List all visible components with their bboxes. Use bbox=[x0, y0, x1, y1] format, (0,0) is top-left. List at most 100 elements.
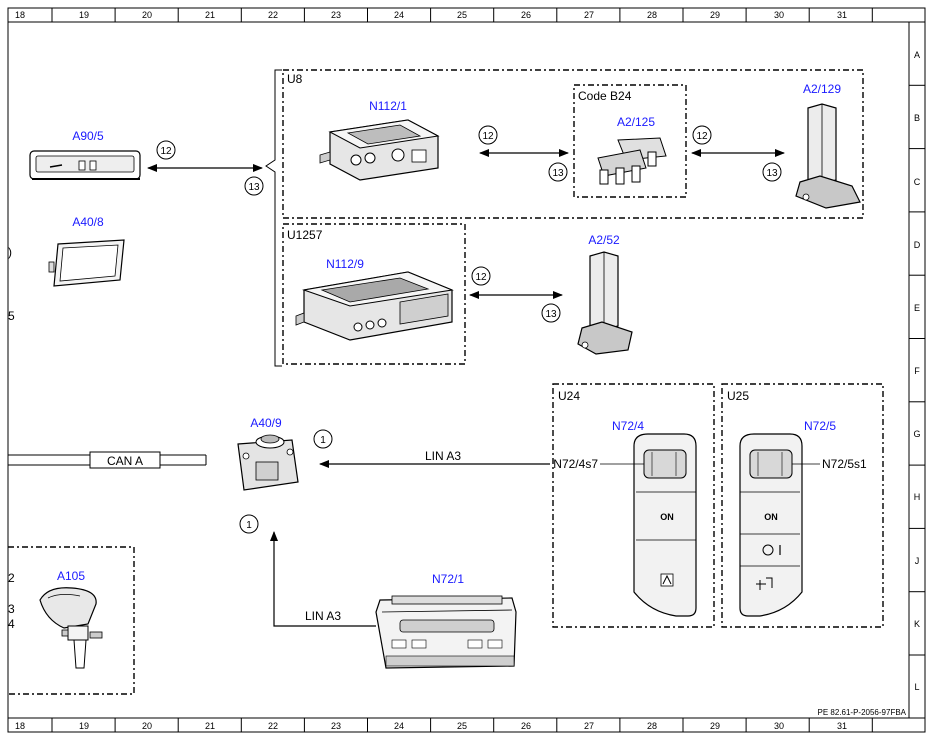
row-label: A bbox=[914, 50, 920, 60]
col-label: 29 bbox=[710, 10, 720, 20]
row-ticks bbox=[909, 84, 925, 656]
col-label: 22 bbox=[268, 10, 278, 20]
label-lin-a3-v: LIN A3 bbox=[305, 609, 341, 623]
document-id: PE 82.61-P-2056-97FBA bbox=[818, 708, 907, 717]
label-n72-4s7: N72/4s7 bbox=[553, 457, 598, 471]
col-label: 21 bbox=[205, 10, 215, 20]
col-label: 30 bbox=[774, 721, 784, 731]
block-u8: U8 bbox=[282, 69, 864, 219]
col-label: 24 bbox=[394, 721, 404, 731]
col-label: 21 bbox=[205, 721, 215, 731]
col-label: 20 bbox=[142, 10, 152, 20]
drawing-frame bbox=[7, 7, 926, 733]
edge-mark: 4 bbox=[8, 617, 15, 631]
col-label: 26 bbox=[521, 10, 531, 20]
component-n72-1: N72/1 bbox=[375, 572, 517, 669]
row-label: B bbox=[914, 113, 920, 123]
edge-mark: ) bbox=[8, 245, 12, 259]
block-u1257-label: U1257 bbox=[287, 228, 323, 242]
row-labels: A B C D E F G H J K L bbox=[913, 50, 920, 692]
row-label: D bbox=[914, 240, 921, 250]
block-u24-label: U24 bbox=[558, 389, 580, 403]
block-u24: U24 bbox=[552, 383, 715, 628]
lin-a3-horizontal: LIN A3 bbox=[319, 449, 550, 468]
col-label: 18 bbox=[15, 721, 25, 731]
circle-marker-labels: 12 13 12 13 12 13 12 13 1 1 bbox=[160, 131, 778, 531]
col-label: 19 bbox=[79, 10, 89, 20]
row-label: E bbox=[914, 303, 920, 313]
circle-1: 1 bbox=[246, 520, 252, 531]
block-u1257: U1257 bbox=[282, 223, 466, 365]
circle-markers bbox=[156, 125, 782, 534]
col-label: 20 bbox=[142, 721, 152, 731]
label-n72-5: N72/5 bbox=[804, 419, 836, 433]
column-labels-top: 18 19 20 21 22 23 24 25 26 27 28 29 30 3… bbox=[15, 10, 847, 20]
circle-12: 12 bbox=[160, 146, 172, 157]
col-label: 18 bbox=[15, 10, 25, 20]
row-label: H bbox=[914, 492, 921, 502]
component-a105: A105 bbox=[39, 569, 103, 669]
row-label: K bbox=[914, 619, 920, 629]
group-bracket bbox=[265, 69, 282, 367]
label-a40-9: A40/9 bbox=[250, 416, 282, 430]
label-n72-5s1: N72/5s1 bbox=[822, 457, 867, 471]
label-n112-9: N112/9 bbox=[326, 257, 364, 271]
label-a90-5: A90/5 bbox=[72, 129, 104, 143]
col-label: 27 bbox=[584, 721, 594, 731]
col-label: 22 bbox=[268, 721, 278, 731]
col-label: 29 bbox=[710, 721, 720, 731]
label-n112-1: N112/1 bbox=[369, 99, 407, 113]
col-label: 31 bbox=[837, 721, 847, 731]
block-a105 bbox=[8, 546, 135, 695]
label-lin-a3-h: LIN A3 bbox=[425, 449, 461, 463]
edge-mark: 5 bbox=[8, 309, 15, 323]
component-a2-125: A2/125 bbox=[597, 115, 667, 185]
button-on-u24: ON bbox=[660, 512, 674, 522]
row-label: L bbox=[914, 682, 919, 692]
component-n72-5: N72/5 ON N72/5s1 bbox=[739, 419, 867, 617]
col-label: 23 bbox=[331, 10, 341, 20]
circle-1: 1 bbox=[320, 435, 326, 446]
block-u25: U25 bbox=[721, 383, 884, 628]
column-labels-bottom: 18 19 20 21 22 23 24 25 26 27 28 29 30 3… bbox=[15, 721, 847, 731]
circle-12: 12 bbox=[696, 131, 708, 142]
can-a-bus: CAN A bbox=[8, 451, 207, 469]
circle-13: 13 bbox=[545, 309, 557, 320]
circle-13: 13 bbox=[766, 168, 778, 179]
component-a2-52: A2/52 bbox=[577, 233, 633, 355]
col-label: 31 bbox=[837, 10, 847, 20]
label-a2-52: A2/52 bbox=[588, 233, 620, 247]
col-label: 28 bbox=[647, 721, 657, 731]
label-n72-4: N72/4 bbox=[612, 419, 644, 433]
col-label: 19 bbox=[79, 721, 89, 731]
component-n112-9: N112/9 bbox=[295, 257, 454, 341]
column-ticks bbox=[51, 8, 873, 732]
col-label: 23 bbox=[331, 721, 341, 731]
row-label: C bbox=[914, 177, 921, 187]
label-a40-8: A40/8 bbox=[72, 215, 104, 229]
component-a40-9: A40/9 bbox=[237, 416, 299, 491]
component-n72-4: N72/4 ON N72/4s7 bbox=[553, 419, 697, 617]
row-label: J bbox=[915, 556, 920, 566]
label-a2-129: A2/129 bbox=[803, 82, 841, 96]
component-a90-5: A90/5 bbox=[29, 129, 141, 180]
col-label: 25 bbox=[457, 721, 467, 731]
edge-mark: 2 bbox=[8, 571, 15, 585]
edge-mark: 3 bbox=[8, 602, 15, 616]
component-a40-8: A40/8 bbox=[48, 215, 125, 287]
circle-13: 13 bbox=[552, 168, 564, 179]
row-label: G bbox=[913, 429, 920, 439]
row-label: F bbox=[914, 366, 920, 376]
label-a105: A105 bbox=[57, 569, 85, 583]
component-a2-129: A2/129 bbox=[795, 82, 861, 209]
component-n112-1: N112/1 bbox=[319, 99, 440, 181]
block-code-b24-label: Code B24 bbox=[578, 89, 632, 103]
block-u25-label: U25 bbox=[727, 389, 749, 403]
circle-12: 12 bbox=[482, 131, 494, 142]
block-u8-label: U8 bbox=[287, 72, 303, 86]
label-can-a: CAN A bbox=[107, 454, 143, 468]
col-label: 25 bbox=[457, 10, 467, 20]
button-on-u25: ON bbox=[764, 512, 778, 522]
col-label: 28 bbox=[647, 10, 657, 20]
